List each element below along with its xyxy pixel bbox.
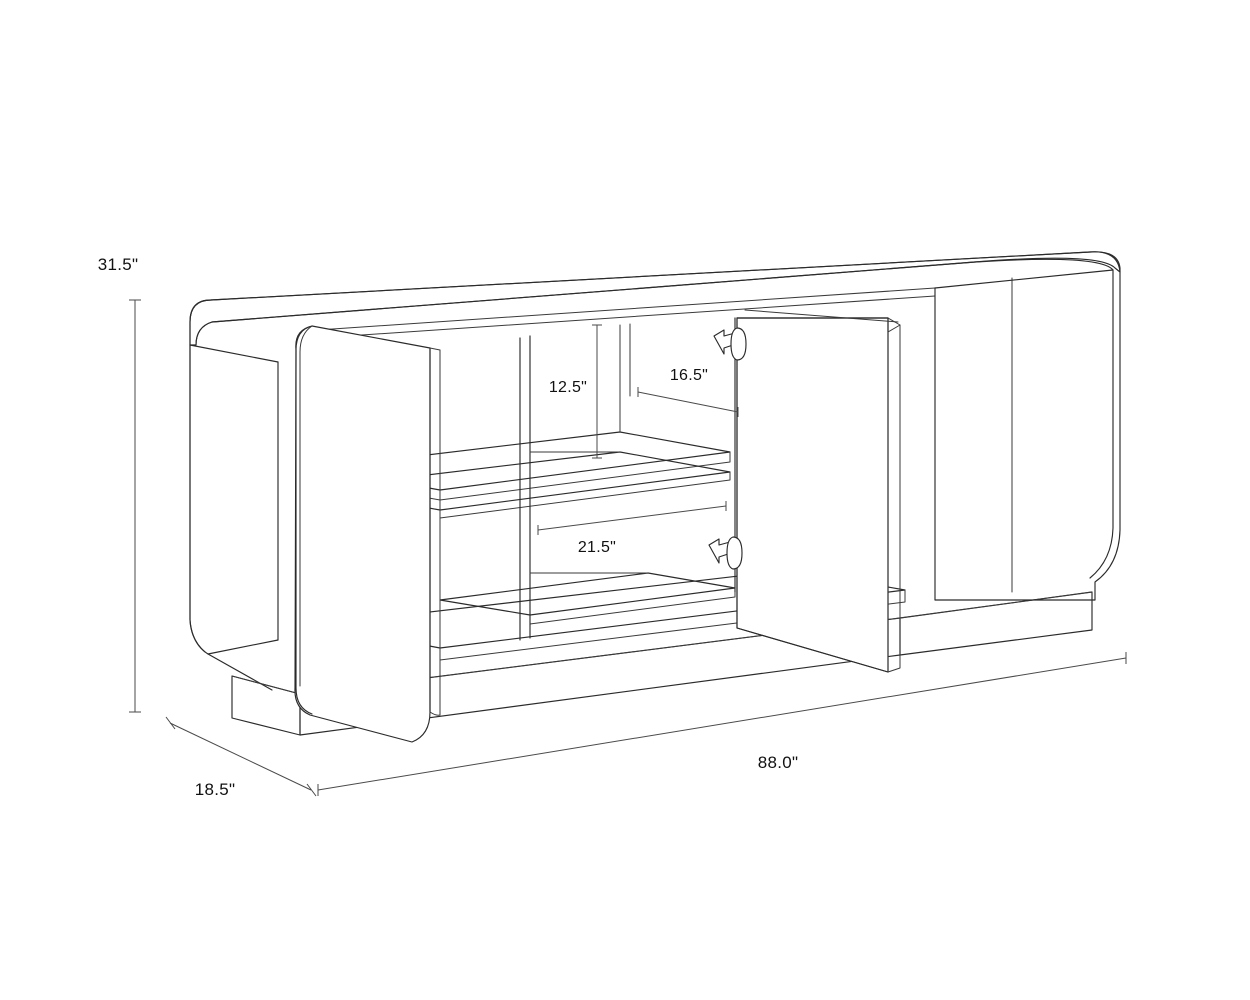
- depth-dim-line: [169, 722, 312, 791]
- right-door-open[interactable]: [736, 309, 901, 673]
- interior-back-top-rail: [317, 287, 936, 331]
- dimension-overall-depth: 18.5": [165, 716, 317, 799]
- width-dim-label: 88.0": [758, 753, 799, 772]
- lower-hinge: [708, 536, 743, 570]
- top-panel-outline: [189, 299, 212, 653]
- left-door-outer-face[interactable]: [294, 325, 431, 743]
- right-door-outer-face[interactable]: [736, 317, 889, 673]
- top-back-inner-edge: [195, 258, 1114, 346]
- height-dim-label: 31.5": [98, 255, 139, 274]
- closed-door-top-edge: [934, 269, 1114, 289]
- left-door-inner-edge: [295, 325, 313, 715]
- left-door-open[interactable]: [294, 325, 441, 743]
- left-door-top-bevel: [429, 347, 441, 351]
- interior-upper-height-label: 12.5": [549, 379, 587, 396]
- left-door-bottom-bevel: [429, 711, 441, 716]
- lower-hinge-barrel: [726, 536, 743, 570]
- left-side-panel-top-edge: [189, 344, 279, 363]
- interior-upper-width-line: [637, 391, 739, 413]
- depth-dim-label: 18.5": [195, 780, 236, 799]
- depth-dim-tick-end: [306, 783, 317, 797]
- left-side-panel-outer: [189, 344, 273, 691]
- interior-upper-width-label: 16.5": [670, 367, 708, 384]
- upper-hinge: [713, 327, 747, 361]
- interior-lower-width-label: 21.5": [578, 539, 616, 556]
- left-door-curve-back-top: [299, 325, 313, 687]
- interior-back-top-rail-lower: [317, 295, 936, 339]
- dimension-overall-height: 31.5": [98, 255, 141, 713]
- interior-lower-width-line: [537, 505, 727, 531]
- lower-shelf-front-edge: [529, 587, 736, 625]
- width-dim-line: [317, 657, 1127, 791]
- top-front-edge: [210, 251, 1121, 301]
- plinth-right-block: [899, 591, 1093, 656]
- dimension-interior-upper-width: 16.5": [637, 367, 739, 417]
- dimension-interior-lower-width: 21.5": [537, 501, 727, 556]
- closed-doors-group[interactable]: [934, 269, 1114, 601]
- right-side-panel: [1094, 271, 1121, 601]
- right-side-panel-front-edge: [1089, 269, 1114, 579]
- upper-hinge-barrel: [730, 327, 747, 361]
- right-door-bottom-edge: [736, 627, 889, 673]
- depth-dim-tick-start: [165, 716, 176, 730]
- plinth-top-edge: [231, 591, 1093, 695]
- right-door-thickness-seam: [887, 324, 901, 673]
- left-side-panel-bottom-edge: [207, 639, 279, 655]
- dimension-overall-width: 88.0": [317, 652, 1127, 796]
- right-door-back-panel-edge: [744, 309, 899, 323]
- upper-shelf-front-edge: [439, 451, 731, 501]
- dimension-interior-upper-height: 12.5": [549, 324, 602, 459]
